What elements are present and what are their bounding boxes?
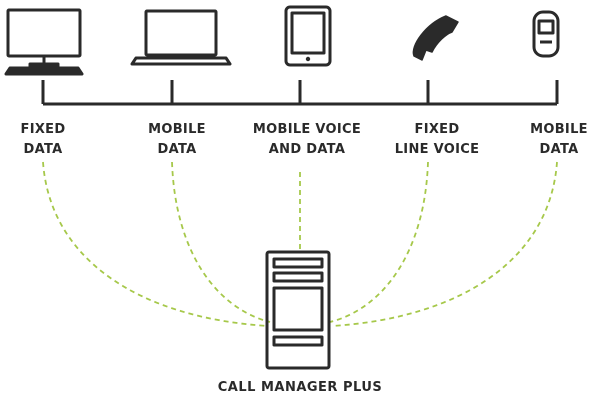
device-label-4-line1: FIXED bbox=[414, 122, 460, 137]
device-label-1-line2: DATA bbox=[23, 142, 63, 157]
link-4 bbox=[329, 161, 429, 323]
device-label-2-line2: DATA bbox=[157, 142, 197, 157]
link-1 bbox=[42, 161, 269, 327]
device-label-5: MOBILE DATA bbox=[489, 120, 600, 160]
device-label-3-line2: AND DATA bbox=[268, 142, 346, 157]
device-label-4: FIXED LINE VOICE bbox=[367, 120, 507, 160]
laptop-icon bbox=[130, 9, 232, 66]
desktop-computer-icon bbox=[4, 8, 84, 76]
server-icon bbox=[265, 250, 331, 370]
device-label-2-line1: MOBILE bbox=[148, 122, 206, 137]
hub-label: CALL MANAGER PLUS bbox=[217, 380, 383, 395]
device-label-5-line2: DATA bbox=[539, 142, 579, 157]
device-label-4-line2: LINE VOICE bbox=[394, 142, 480, 157]
device-label-5-line1: MOBILE bbox=[530, 122, 588, 137]
device-bus bbox=[41, 80, 559, 106]
link-2 bbox=[171, 161, 271, 323]
dashed-links bbox=[42, 161, 558, 327]
mobile-phone-icon bbox=[532, 10, 560, 58]
device-label-2: MOBILE DATA bbox=[107, 120, 247, 160]
device-label-3-line1: MOBILE VOICE bbox=[252, 122, 362, 137]
phone-handset-icon bbox=[412, 15, 459, 61]
tablet-icon bbox=[284, 5, 332, 67]
device-label-1-line1: FIXED bbox=[20, 122, 66, 137]
link-5 bbox=[331, 161, 558, 327]
device-label-3: MOBILE VOICE AND DATA bbox=[237, 120, 377, 160]
device-label-1: FIXED DATA bbox=[0, 120, 113, 160]
